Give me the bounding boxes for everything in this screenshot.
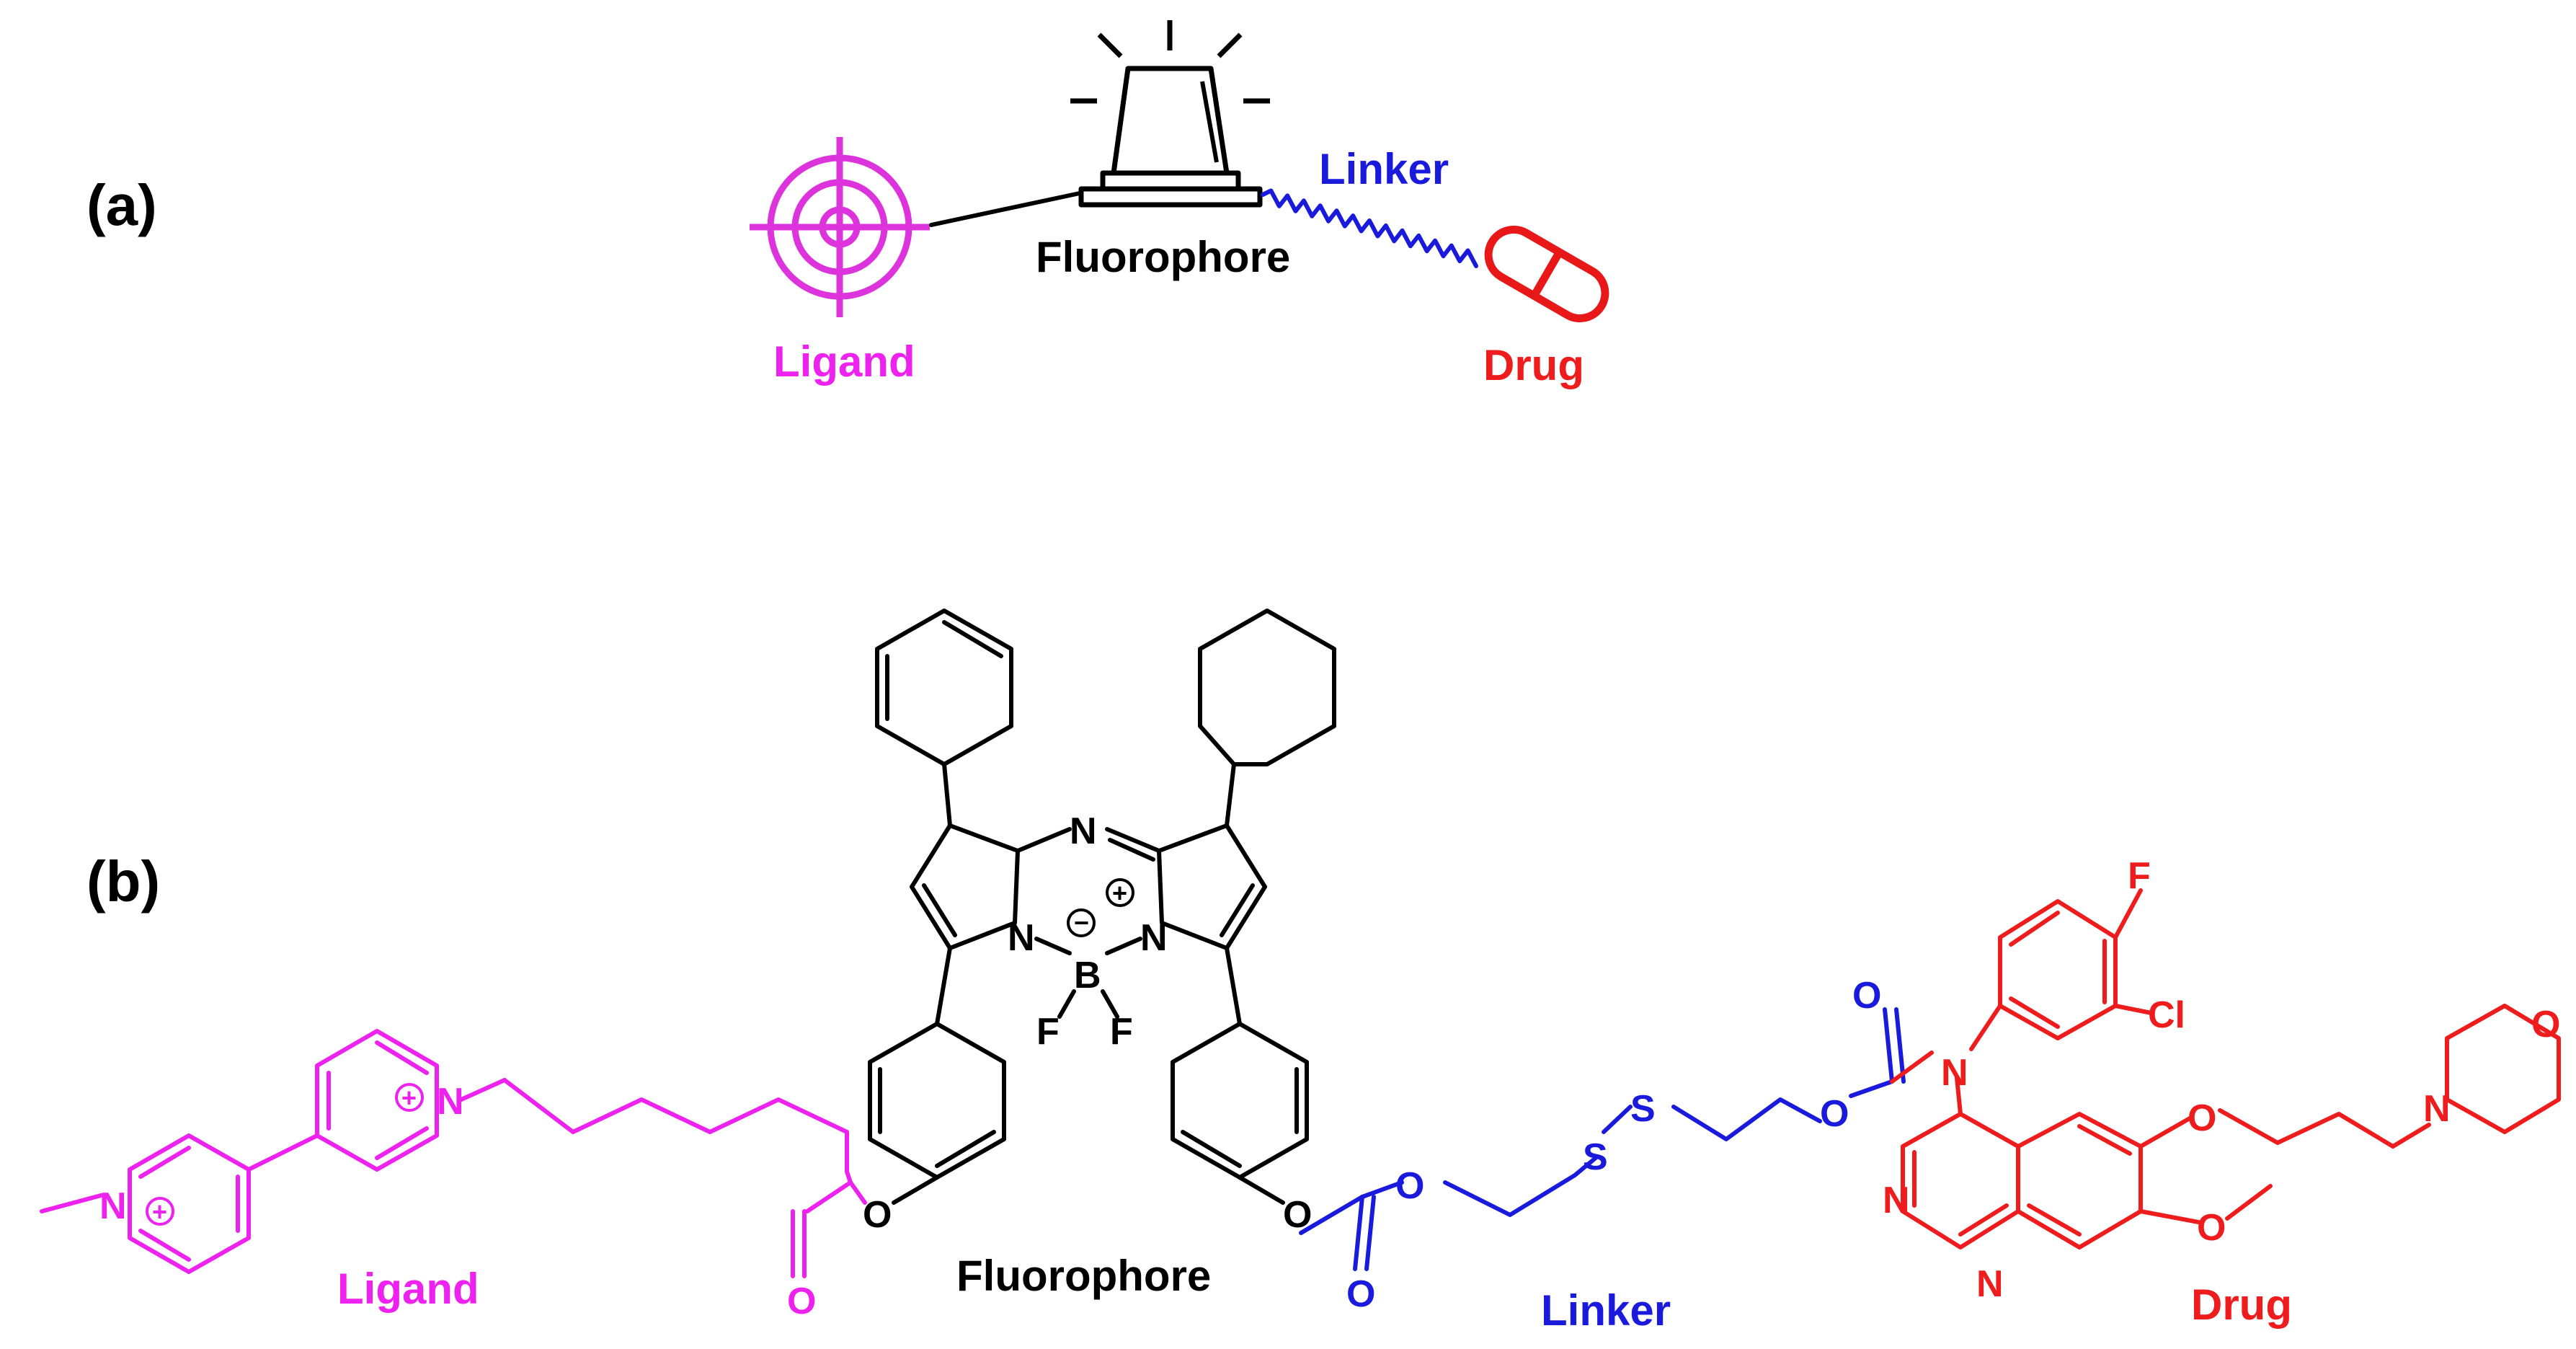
alarm-beacon-icon xyxy=(1070,20,1270,208)
plus-sign-ligand-1: + xyxy=(152,1197,167,1226)
plus-sign-bodipy: + xyxy=(1112,878,1127,908)
linker-structure: O O S S O O Linker xyxy=(1299,975,1906,1335)
atom-o-morpholine: O xyxy=(2531,1004,2560,1045)
atom-b: B xyxy=(1074,955,1101,996)
schematic-linker-label: Linker xyxy=(1319,145,1449,193)
wavy-linker xyxy=(1261,188,1478,268)
schematic-fluorophore-label: Fluorophore xyxy=(1036,233,1290,281)
schematic-drug-label: Drug xyxy=(1483,341,1584,389)
drug-structure: N F Cl N N O O N O Drug xyxy=(1883,855,2561,1329)
structure-ligand-label: Ligand xyxy=(337,1265,479,1313)
panel-a-label: (a) xyxy=(86,173,157,237)
atom-o-carbonate-1: O xyxy=(1395,1165,1424,1207)
target-icon xyxy=(750,137,930,317)
pill-icon xyxy=(1484,226,1609,322)
atom-n-right: N xyxy=(1140,917,1168,959)
atom-o-carbonyl-2: O xyxy=(1852,975,1881,1017)
minus-sign: − xyxy=(1074,908,1089,937)
atom-o-left-phenoxy: O xyxy=(863,1194,892,1236)
atom-o-carbonyl-ligand: O xyxy=(787,1281,816,1322)
atom-n-pyridinium: N xyxy=(437,1081,464,1123)
atom-n-left: N xyxy=(1008,917,1035,959)
atom-o-ether-1: O xyxy=(2188,1097,2216,1139)
panel-b-label: (b) xyxy=(86,849,160,914)
atom-s-2: S xyxy=(1630,1088,1656,1130)
atom-n-morpholine: N xyxy=(2423,1088,2451,1130)
atom-n-bridge: N xyxy=(1070,810,1097,852)
fluorophore-structure: N N N B F F − + O O xyxy=(863,609,1336,1236)
ligand-connector xyxy=(929,191,1082,227)
plus-sign-ligand-2: + xyxy=(401,1083,417,1113)
atom-o-carbonate-2: O xyxy=(1820,1093,1849,1135)
atom-n-quinazoline-2: N xyxy=(1976,1263,2004,1305)
atom-cl: Cl xyxy=(2148,994,2185,1036)
ligand-structure: N + N + O Ligand xyxy=(40,1029,867,1322)
atom-n-methylpyridinium: N xyxy=(99,1185,127,1227)
plus-charge-ligand-2 xyxy=(395,1083,424,1112)
atom-s-1: S xyxy=(1583,1136,1608,1178)
structure-drug-label: Drug xyxy=(2191,1281,2292,1329)
atom-n-anilino: N xyxy=(1941,1052,1968,1094)
minus-charge xyxy=(1067,908,1096,937)
atom-f-drug: F xyxy=(2128,855,2151,897)
atom-n-quinazoline-1: N xyxy=(1883,1180,1910,1221)
structure-fluorophore-label: Fluorophore xyxy=(956,1252,1211,1300)
atom-o-carbonyl-1: O xyxy=(1346,1273,1375,1315)
schematic-ligand-label: Ligand xyxy=(773,337,915,386)
structure-linker-label: Linker xyxy=(1541,1286,1671,1335)
plus-charge-ligand-1 xyxy=(146,1197,174,1226)
atom-f-left: F xyxy=(1036,1011,1060,1053)
atom-o-methoxy: O xyxy=(2197,1207,2226,1249)
atom-f-right: F xyxy=(1110,1011,1133,1053)
plus-charge-bodipy xyxy=(1106,878,1134,907)
